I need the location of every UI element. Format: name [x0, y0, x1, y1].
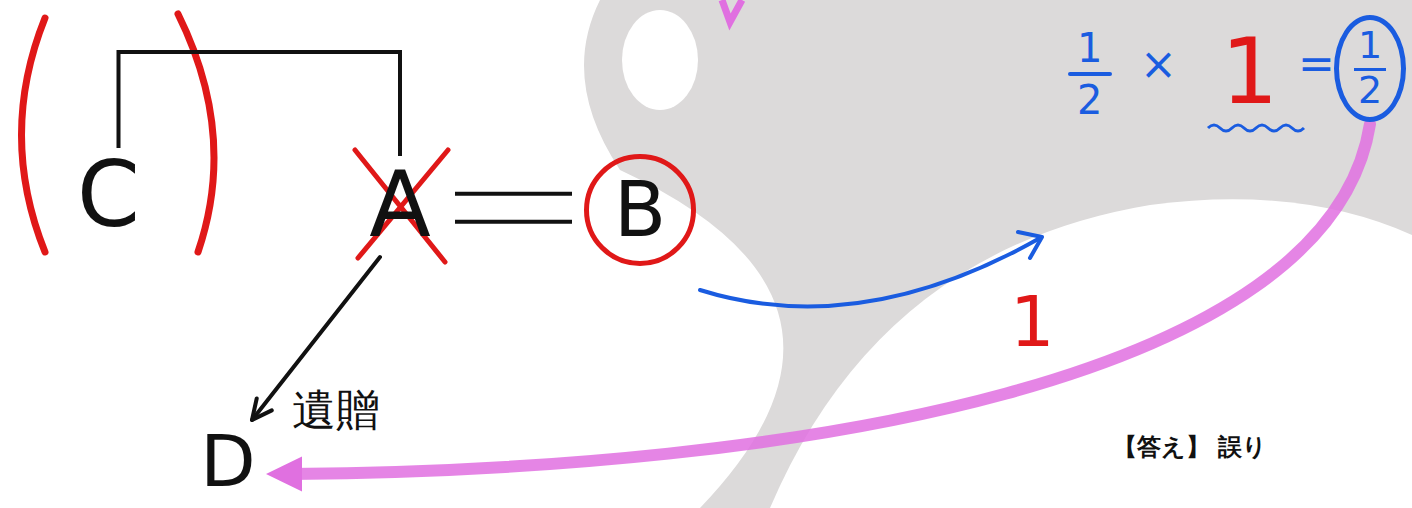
fraction-denominator: 2 — [1358, 71, 1382, 111]
connector — [455, 194, 572, 222]
watermark-wedge — [770, 199, 1412, 508]
fraction-numerator: 1 — [1354, 26, 1386, 71]
node-text: C — [77, 148, 140, 243]
node-text: B — [614, 170, 666, 250]
connector — [119, 52, 401, 156]
share-number: 1 — [1010, 287, 1055, 357]
red-parenthesis — [22, 18, 46, 252]
pink-mark — [722, 0, 742, 22]
person-letter: C — [71, 144, 146, 247]
red-parenthesis — [178, 14, 214, 252]
fraction-denominator: 2 — [1077, 80, 1102, 120]
share-arrow — [290, 124, 1370, 474]
node-text: A — [369, 158, 431, 253]
share-number: 1 — [1221, 27, 1278, 117]
person-letter: D — [194, 420, 262, 504]
times-sign: × — [1140, 42, 1177, 86]
cross-out-mark — [355, 150, 448, 262]
arrowhead — [266, 457, 302, 492]
connector — [266, 124, 1370, 491]
blue-arrow — [700, 238, 1040, 306]
fraction-bar — [1070, 72, 1110, 76]
edge-label: 遺贈 — [292, 388, 380, 432]
node-text: D — [200, 424, 255, 500]
person-letter: A — [363, 154, 437, 257]
arrowhead — [252, 399, 272, 420]
equals-sign: = — [1298, 42, 1335, 86]
circled-person: B — [584, 154, 696, 266]
marriage-line — [455, 194, 572, 222]
fraction-numerator: 1 — [1077, 28, 1102, 68]
wavy-underline — [1208, 125, 1304, 131]
watermark-spot — [622, 10, 698, 110]
circled-fraction: 12 — [1334, 15, 1406, 122]
family-line — [119, 52, 401, 156]
blue-arrowhead — [1018, 232, 1042, 258]
answer-note: 【答え】 誤り — [1113, 435, 1267, 459]
